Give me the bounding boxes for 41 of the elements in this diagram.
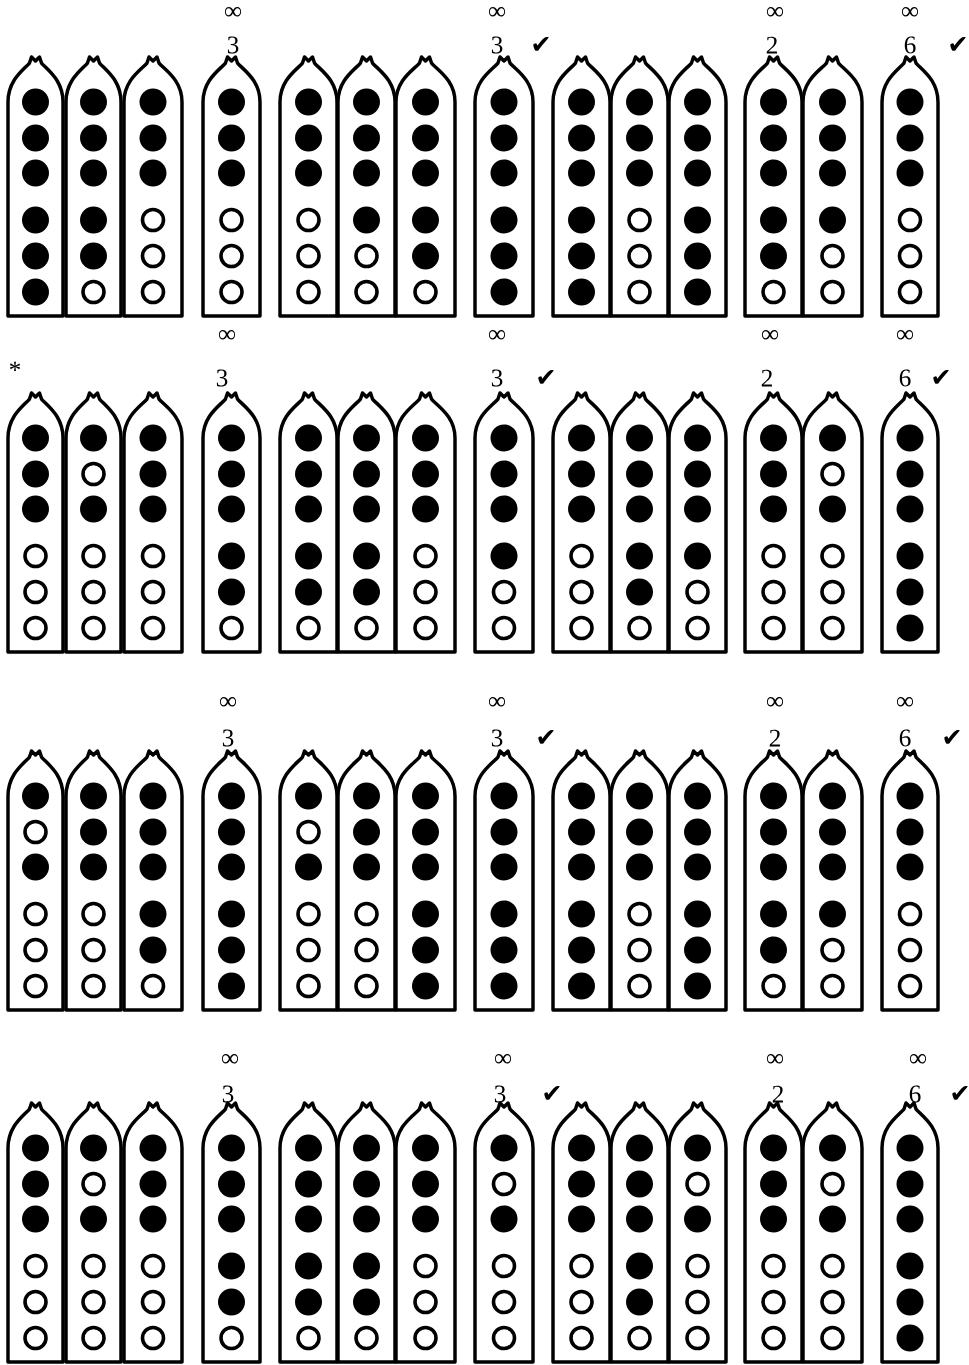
note-label: 6 xyxy=(909,1085,921,1103)
note-label: 2 xyxy=(761,369,772,387)
note-label: ∞ xyxy=(901,6,919,17)
note-label: * xyxy=(9,361,21,371)
note-label: 3 xyxy=(222,729,234,747)
note-label: ∞ xyxy=(488,6,506,17)
note-label: ∞ xyxy=(224,6,242,17)
note-label: ∞ xyxy=(488,696,506,707)
note-label: ✔ xyxy=(933,370,949,384)
note-label: ∞ xyxy=(488,329,506,340)
note-label: ∞ xyxy=(218,329,236,340)
note-label: ✔ xyxy=(538,730,554,744)
note-label: 3 xyxy=(494,1085,506,1103)
note-label: 3 xyxy=(216,369,228,387)
note-label: 3 xyxy=(491,36,503,54)
note-label: 6 xyxy=(899,729,911,747)
note-label: ∞ xyxy=(766,1053,784,1064)
note-label: ✔ xyxy=(950,37,966,51)
note-label: ✔ xyxy=(533,37,549,51)
note-label: 6 xyxy=(904,36,916,54)
note-label: 2 xyxy=(769,729,780,747)
note-label: ∞ xyxy=(909,1053,927,1064)
note-label: 3 xyxy=(227,36,239,54)
note-label: ∞ xyxy=(221,1053,239,1064)
note-label: 3 xyxy=(491,369,503,387)
note-label: ✔ xyxy=(952,1086,968,1100)
note-label: ∞ xyxy=(896,329,914,340)
note-label: ∞ xyxy=(766,6,784,17)
note-label: 2 xyxy=(766,36,777,54)
note-label: ✔ xyxy=(538,370,554,384)
note-label: ∞ xyxy=(896,696,914,707)
note-label: 3 xyxy=(222,1085,234,1103)
note-label: ∞ xyxy=(219,696,237,707)
note-label: ✔ xyxy=(944,730,960,744)
note-label: 3 xyxy=(491,729,503,747)
note-label: ∞ xyxy=(766,696,784,707)
note-label: ∞ xyxy=(494,1053,512,1064)
note-label: 2 xyxy=(772,1085,783,1103)
note-label: 6 xyxy=(899,369,911,387)
note-label: ✔ xyxy=(544,1086,560,1100)
note-label: ∞ xyxy=(761,329,779,340)
